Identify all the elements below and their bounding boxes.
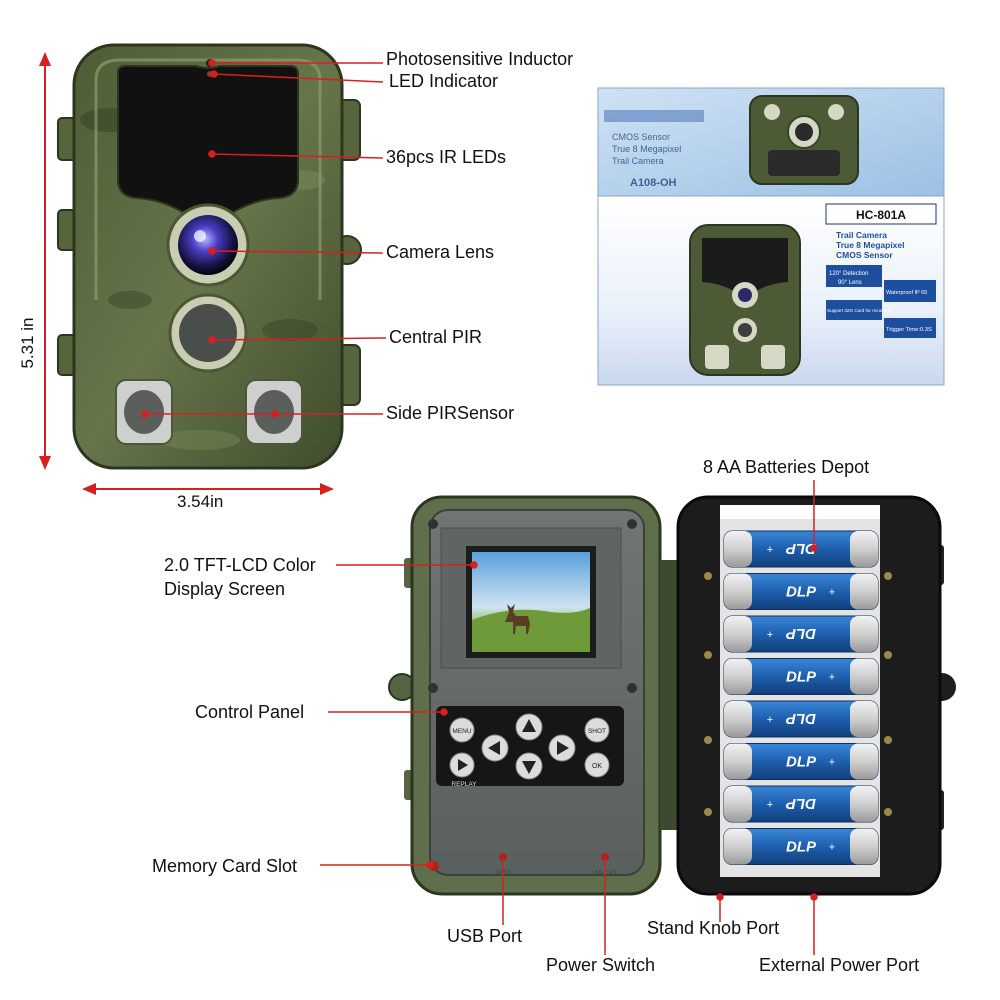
battery-brand-label: DLP	[786, 754, 817, 771]
box-model-label: HC-801A	[856, 208, 906, 222]
battery-polarity-mark: +	[829, 842, 835, 854]
height-dimension-arrow	[39, 52, 51, 470]
aa-battery: + DLP	[723, 785, 879, 823]
box-line1: Trail Camera	[836, 230, 887, 240]
menu-button[interactable]	[449, 717, 475, 743]
box-trigger: Trigger Time:0.3S	[886, 327, 932, 333]
camera-front	[57, 43, 362, 470]
label-tft-display-line1: 2.0 TFT-LCD Color	[164, 555, 316, 575]
replay-label: REPLAY	[451, 781, 477, 788]
aa-battery: + DLP	[723, 573, 879, 610]
svg-text:CMOS Sensor: CMOS Sensor	[612, 132, 670, 142]
inside-callout-lines	[320, 480, 818, 955]
label-power-switch: Power Switch	[546, 955, 656, 975]
product-box: CMOS Sensor True 8 Megapixel Trail Camer…	[597, 87, 945, 386]
battery-brand-label: DLP	[786, 839, 817, 856]
label-external-power-port: External Power Port	[759, 955, 920, 975]
box-line3: CMOS Sensor	[836, 250, 893, 260]
battery-stack: + DLP + DLP + DLP + DLP + DLP + DLP + DLP + DLP	[723, 530, 879, 865]
box-badge-lens: 90° Lens	[838, 280, 862, 286]
battery-brand-label: DLP	[785, 795, 816, 812]
up-arrow-icon	[522, 719, 536, 732]
battery-brand-label: DLP	[785, 540, 816, 557]
aa-battery: + DLP	[723, 615, 879, 653]
label-height-dimension: 5.31 in	[18, 317, 37, 369]
front-callout-lines	[141, 59, 387, 418]
box-line2: True 8 Megapixel	[836, 240, 905, 250]
right-arrow-icon	[557, 741, 569, 755]
battery-polarity-mark: +	[829, 757, 835, 769]
label-usb-port: USB Port	[447, 926, 523, 946]
label-side-pir: Side PIRSensor	[386, 403, 515, 423]
control-arrows	[458, 719, 569, 774]
label-width-dimension: 3.54in	[177, 492, 224, 511]
battery-polarity-mark: +	[767, 714, 773, 726]
shot-button[interactable]	[584, 717, 610, 743]
label-camera-lens: Camera Lens	[386, 242, 495, 262]
battery-brand-label: DLP	[786, 584, 817, 601]
battery-polarity-mark: +	[767, 544, 773, 556]
aa-battery: + DLP	[723, 658, 879, 695]
aa-battery: + DLP	[723, 743, 879, 780]
label-tft-display-line2: Display Screen	[164, 579, 286, 599]
label-stand-knob-port: Stand Knob Port	[647, 918, 780, 938]
ok-button[interactable]	[584, 752, 610, 778]
ok-button-label: OK	[592, 763, 602, 770]
down-arrow-icon	[522, 761, 536, 774]
box-badge-waterproof: Waterproof IP 65	[886, 290, 927, 296]
box-badge-detection: 120° Detection	[829, 271, 868, 277]
box-badge-card: Support 32G Card for recording	[827, 308, 892, 313]
battery-brand-label: DLP	[786, 669, 817, 686]
shot-button-label: SHOT	[588, 728, 606, 735]
width-dimension-arrow	[82, 483, 334, 495]
aa-battery: + DLP	[723, 700, 879, 738]
label-ir-leds: 36pcs IR LEDs	[386, 147, 507, 167]
battery-brand-label: DLP	[785, 710, 816, 727]
aa-battery: + DLP	[723, 828, 879, 865]
label-led-indicator: LED Indicator	[389, 71, 499, 91]
battery-polarity-mark: +	[829, 672, 835, 684]
battery-polarity-mark: +	[767, 799, 773, 811]
svg-text:Trail Camera: Trail Camera	[612, 156, 664, 166]
battery-brand-label: DLP	[785, 625, 816, 642]
battery-polarity-mark: +	[829, 587, 835, 599]
svg-text:A108-OH: A108-OH	[630, 177, 677, 189]
label-control-panel: Control Panel	[195, 702, 305, 722]
menu-button-label: MENU	[452, 728, 471, 735]
label-batteries-depot: 8 AA Batteries Depot	[703, 457, 870, 477]
play-icon	[458, 759, 468, 771]
label-memory-card-slot: Memory Card Slot	[152, 856, 298, 876]
left-arrow-icon	[488, 741, 500, 755]
label-central-pir: Central PIR	[389, 327, 483, 347]
label-photosensitive-inductor: Photosensitive Inductor	[386, 49, 574, 69]
svg-text:True 8 Megapixel: True 8 Megapixel	[612, 144, 681, 154]
battery-polarity-mark: +	[767, 629, 773, 641]
aa-battery: + DLP	[723, 530, 879, 568]
